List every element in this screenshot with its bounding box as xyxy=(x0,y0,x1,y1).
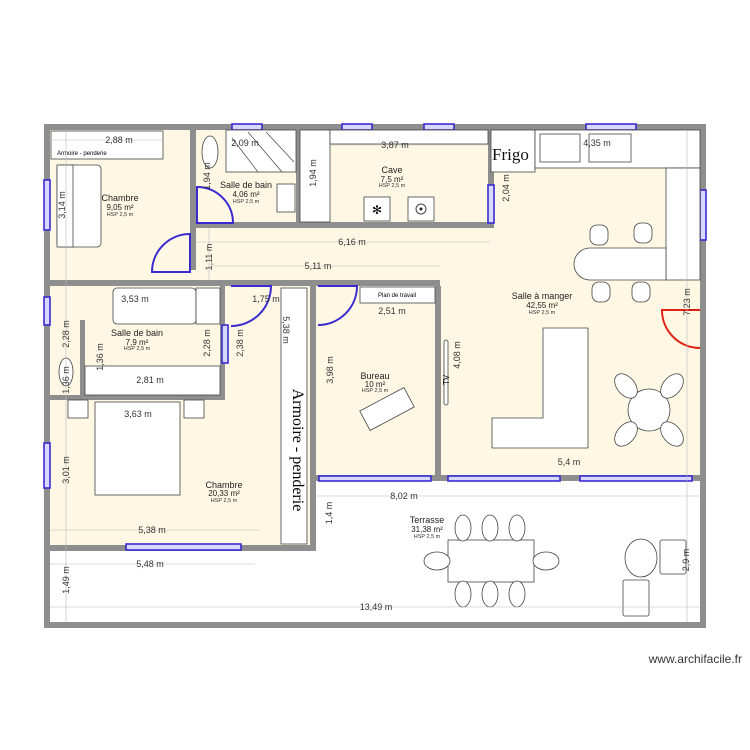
svg-text:Terrasse: Terrasse xyxy=(410,515,445,525)
worktop xyxy=(359,286,436,304)
dim-label: 2,9 m xyxy=(681,549,691,572)
kitchen-sink-icon xyxy=(588,133,632,163)
double-sink-icon xyxy=(84,365,221,396)
fridge xyxy=(490,129,536,173)
room-label-chambre-2: Chambre 20,33 m² HSP 2,5 m xyxy=(205,480,242,504)
svg-text:HSP 2,5 m: HSP 2,5 m xyxy=(362,388,389,394)
svg-text:Chambre: Chambre xyxy=(205,480,242,490)
wardrobe-top xyxy=(50,130,164,160)
stove-icon xyxy=(539,133,581,163)
tv xyxy=(443,339,449,406)
entrance-door xyxy=(660,309,701,349)
wardrobe-side xyxy=(280,287,308,545)
doors xyxy=(150,185,701,349)
dim-label: 1,94 m xyxy=(308,159,318,187)
svg-text:HSP 2,5 m: HSP 2,5 m xyxy=(414,534,441,540)
shower-icon xyxy=(225,129,297,173)
dim-label: 1,4 m xyxy=(324,502,334,525)
dim-label: 2,04 m xyxy=(501,174,511,202)
tv-label: TV xyxy=(442,374,451,385)
dim-label: 2,28 m xyxy=(202,329,212,357)
dim-label: 2,28 m xyxy=(61,320,71,348)
corner-sofa xyxy=(491,327,589,449)
svg-text:10 m²: 10 m² xyxy=(365,380,386,389)
furniture: Armoire - penderie ✻ Frigo TV xyxy=(50,129,701,617)
dim-label: 5,4 m xyxy=(558,457,581,467)
dim-label: 1,49 m xyxy=(61,566,71,594)
dim-label: 7,23 m xyxy=(682,288,692,316)
dim-label: 6,16 m xyxy=(338,237,366,247)
room-label-bureau: Bureau 10 m² HSP 2,5 m xyxy=(360,371,389,394)
dim-label: 4,08 m xyxy=(452,341,462,369)
dim-label: 3,87 m xyxy=(381,140,409,150)
terrace-table xyxy=(447,539,535,583)
svg-text:HSP 2,5 m: HSP 2,5 m xyxy=(379,183,406,189)
svg-text:Salle de bain: Salle de bain xyxy=(111,328,163,338)
room-label-cave: Cave 7,5 m² HSP 2,5 m xyxy=(379,165,406,189)
freezer-icon xyxy=(363,196,391,222)
svg-text:7,9 m²: 7,9 m² xyxy=(126,338,149,347)
dim-label: 5,48 m xyxy=(136,559,164,569)
sink-icon xyxy=(276,183,296,213)
svg-text:Bureau: Bureau xyxy=(360,371,389,381)
dim-label: 1,11 m xyxy=(204,244,214,271)
fridge-label: Frigo xyxy=(492,145,529,164)
room-label-chambre-1: Chambre 9,05 m² HSP 2,5 m xyxy=(101,193,138,218)
svg-text:HSP 2,5 m: HSP 2,5 m xyxy=(124,346,151,352)
svg-text:HSP 2,5 m: HSP 2,5 m xyxy=(529,310,556,316)
dim-label: 2,09 m xyxy=(231,138,259,148)
svg-text:9,05 m²: 9,05 m² xyxy=(106,203,133,212)
dim-label: 8,02 m xyxy=(390,491,418,501)
shelf-cave xyxy=(299,129,331,223)
dim-label: 5,38 m xyxy=(281,316,291,344)
svg-text:Salle de bain: Salle de bain xyxy=(220,180,272,190)
dim-label: 1,36 m xyxy=(61,366,71,394)
dim-label: 3,63 m xyxy=(124,409,152,419)
svg-text:HSP 2,5 m: HSP 2,5 m xyxy=(107,212,134,218)
dim-label: 1,94 m xyxy=(202,162,212,190)
windows xyxy=(43,123,707,551)
dim-label: 2,51 m xyxy=(378,306,406,316)
dining-table xyxy=(627,388,671,432)
dim-label: 1,36 m xyxy=(95,343,105,371)
dim-label: 1,75 m xyxy=(252,294,280,304)
room-label-salle-de-bain-1: Salle de bain 4,06 m² HSP 2,5 m xyxy=(220,180,272,205)
desk-icon xyxy=(359,387,415,431)
room-label-salle-de-bain-2: Salle de bain 7,9 m² HSP 2,5 m xyxy=(111,328,163,352)
dim-label: 3,53 m xyxy=(121,294,149,304)
svg-text:31,38 m²: 31,38 m² xyxy=(411,525,443,534)
dim-label: 3,98 m xyxy=(325,356,335,384)
dim-label: 13,49 m xyxy=(360,602,393,612)
svg-text:4,06 m²: 4,06 m² xyxy=(232,190,259,199)
dim-label: 3,14 m xyxy=(57,191,67,219)
svg-text:Salle à manger: Salle à manger xyxy=(512,291,573,301)
watermark: www.archifacile.fr xyxy=(648,652,742,666)
kitchen-island xyxy=(573,247,667,281)
worktop-label: Plan de travail xyxy=(378,293,416,299)
svg-text:Cave: Cave xyxy=(381,165,402,175)
dim-label: 5,38 m xyxy=(138,525,166,535)
svg-text:42,55 m²: 42,55 m² xyxy=(526,301,558,310)
toilet-icon xyxy=(201,135,219,169)
svg-text:Chambre: Chambre xyxy=(101,193,138,203)
bed-icon xyxy=(94,401,181,496)
svg-text:HSP 2,5 m: HSP 2,5 m xyxy=(233,199,260,205)
room-label-salle-a-manger: Salle à manger 42,55 m² HSP 2,5 m xyxy=(512,291,573,316)
room-label-terrasse: Terrasse 31,38 m² HSP 2,5 m xyxy=(410,515,445,540)
svg-text:7,5 m²: 7,5 m² xyxy=(381,175,404,184)
wardrobe-side-label: Armoire - penderie xyxy=(289,389,306,512)
dim-label: 4,35 m xyxy=(583,138,611,148)
svg-text:HSP 2,5 m: HSP 2,5 m xyxy=(211,498,238,504)
dim-label: 2,81 m xyxy=(136,375,164,385)
dim-label: 5,11 m xyxy=(305,261,332,271)
dim-label: 2,38 m xyxy=(235,329,245,357)
dimension-labels: 2,88 m 3,14 m 2,09 m 1,94 m 1,94 m 3,87 … xyxy=(57,135,692,612)
snowflake-icon: ✻ xyxy=(372,203,382,217)
wardrobe-top-label: Armoire - penderie xyxy=(57,151,107,157)
svg-text:20,33 m²: 20,33 m² xyxy=(208,489,240,498)
dimension-lines xyxy=(50,130,700,622)
dim-label: 2,88 m xyxy=(105,135,133,145)
dim-label: 3,01 m xyxy=(61,456,71,484)
